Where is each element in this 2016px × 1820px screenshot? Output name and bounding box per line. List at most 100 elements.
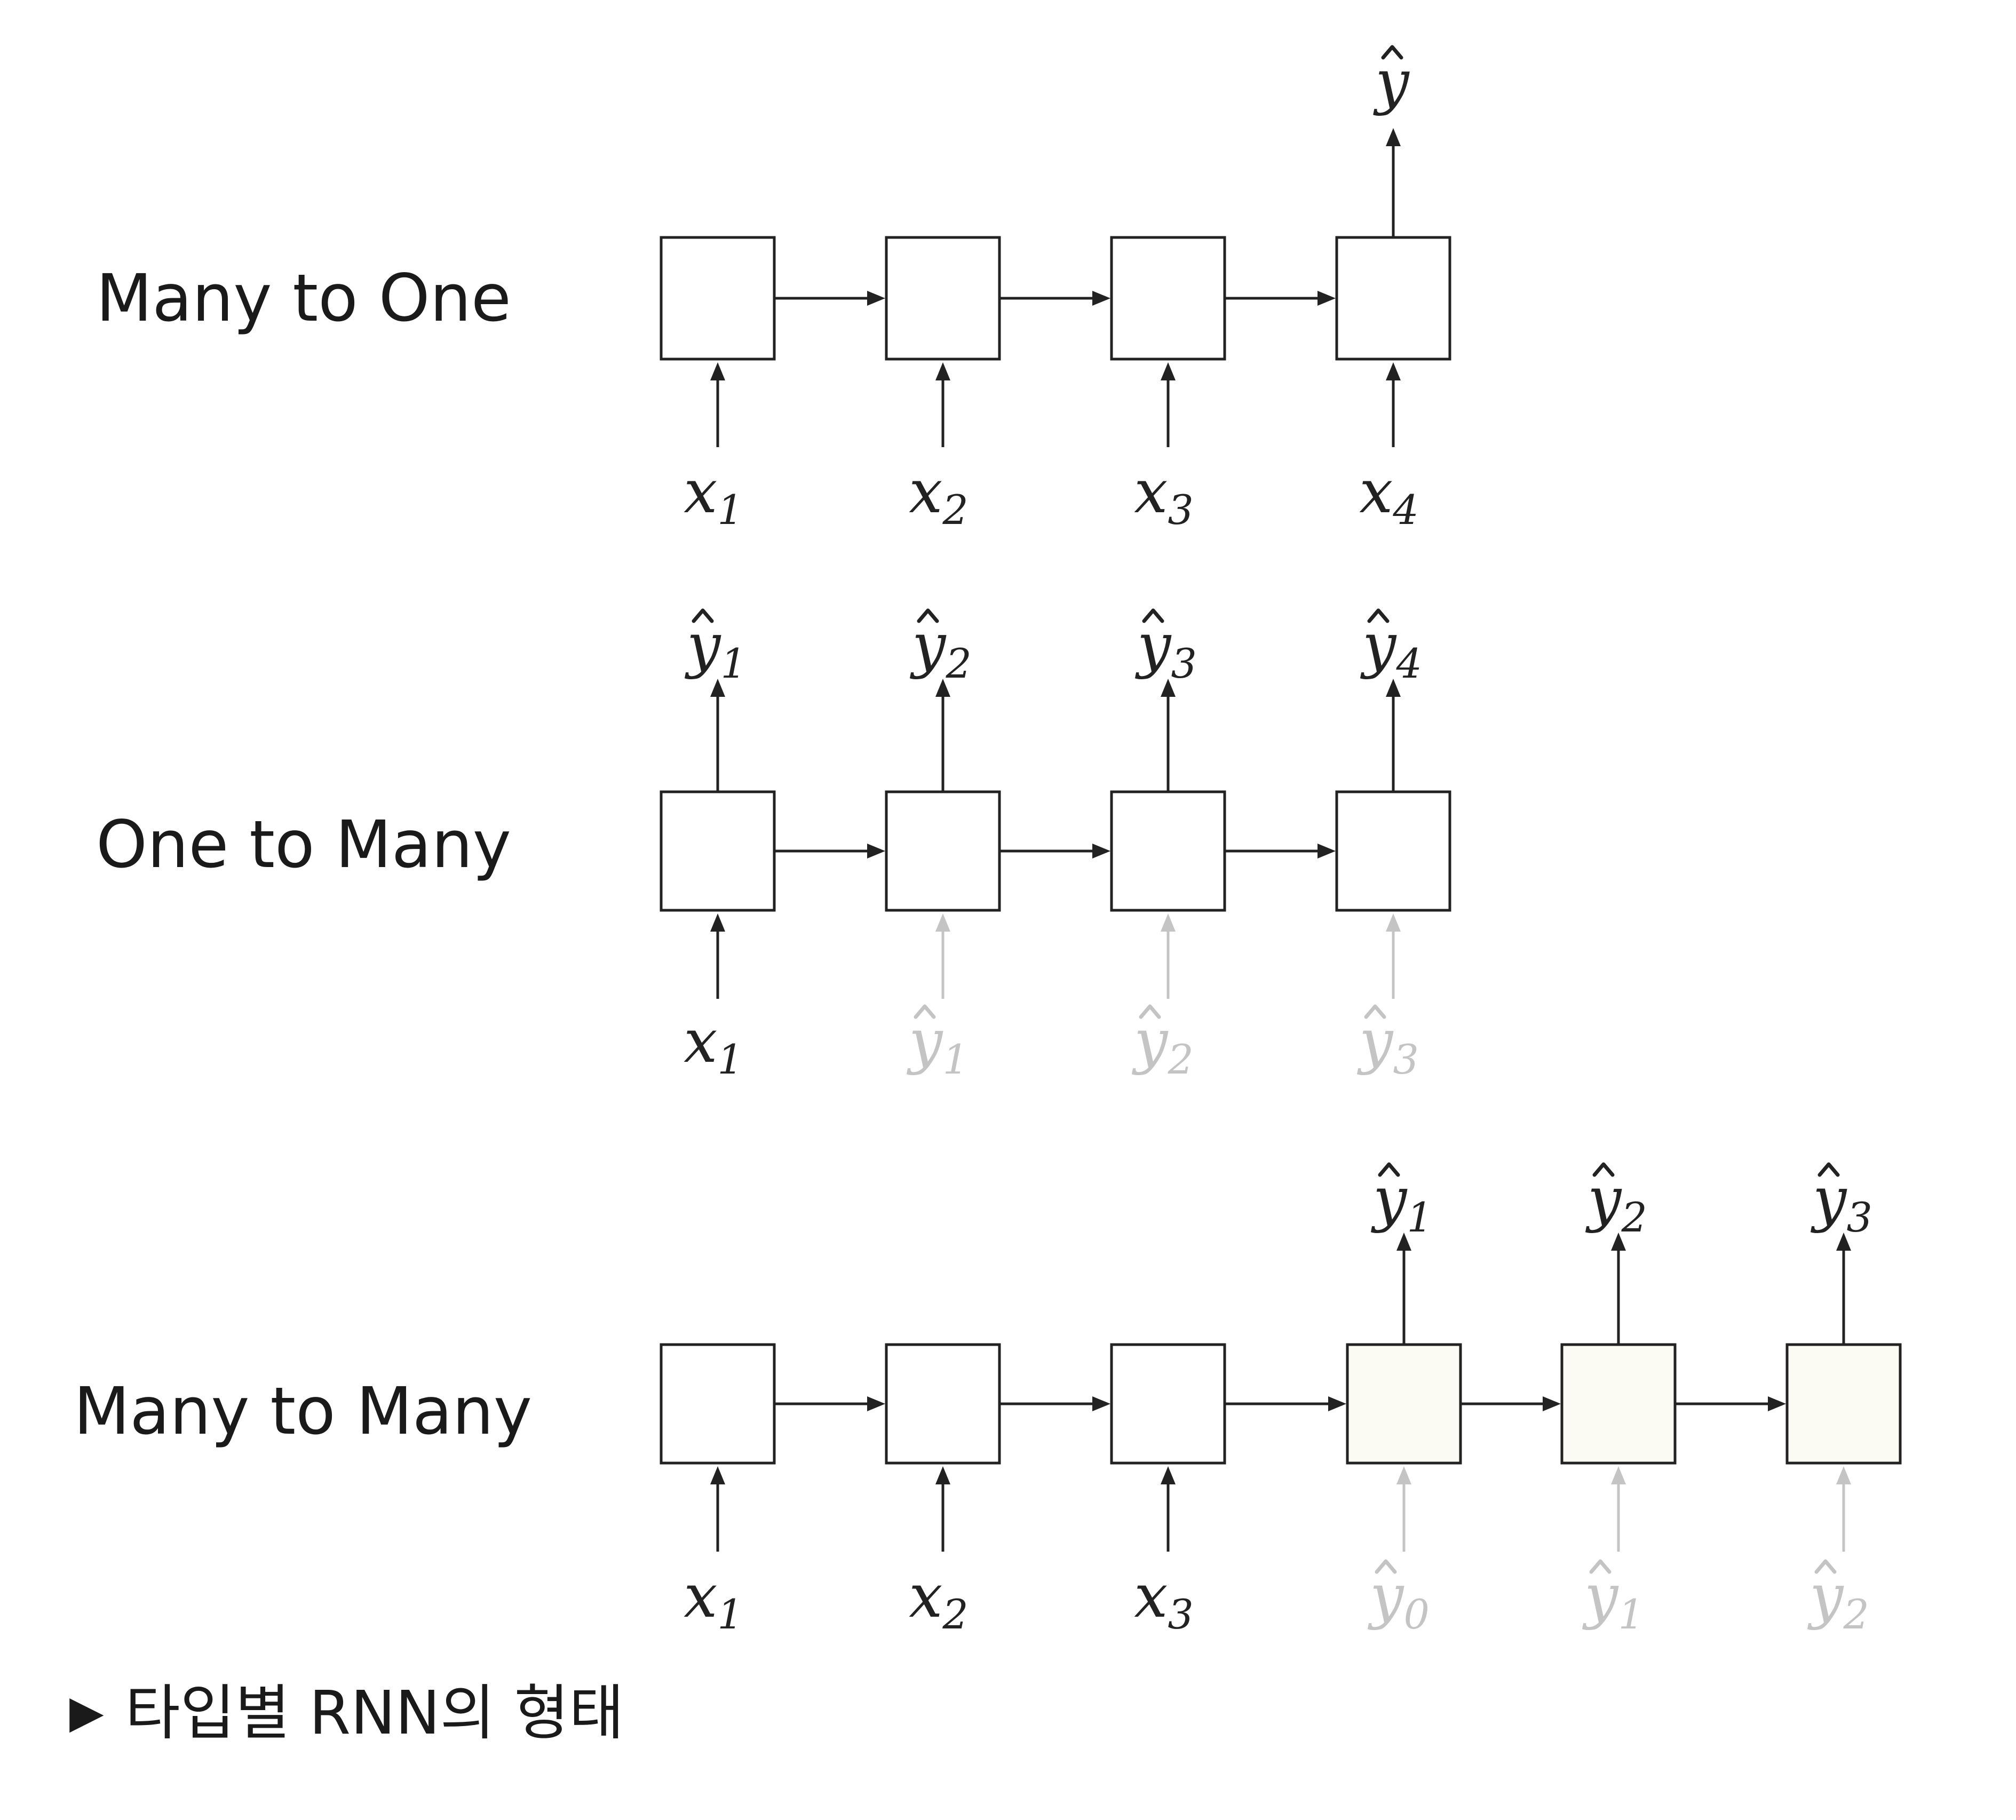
arrowhead xyxy=(1543,1396,1561,1411)
input-arrow xyxy=(1161,1466,1176,1552)
rnn-cell xyxy=(1346,1343,1462,1465)
arrowhead xyxy=(1396,1466,1411,1484)
arrowhead xyxy=(1317,844,1336,859)
arrowhead xyxy=(935,913,950,932)
arrowhead xyxy=(1386,362,1401,380)
input-arrow xyxy=(1611,1466,1626,1552)
input-arrow xyxy=(935,913,950,999)
rnn-cell xyxy=(660,1343,776,1465)
arrowhead xyxy=(1386,128,1401,146)
arrowhead xyxy=(1092,1396,1110,1411)
arrowhead xyxy=(867,291,885,306)
rnn-cell xyxy=(885,236,1001,361)
arrowhead xyxy=(935,1466,950,1484)
label-subscript: 4 xyxy=(1392,486,1418,534)
hat-accent-icon xyxy=(1142,608,1164,623)
hidden-state-arrow xyxy=(774,844,885,859)
input-label: x3 xyxy=(1134,457,1194,534)
label-subscript: 1 xyxy=(942,1036,968,1083)
output-arrow xyxy=(935,679,950,792)
arrowhead xyxy=(710,362,725,380)
label-subscript: 3 xyxy=(1846,1194,1872,1241)
input-arrow xyxy=(710,1466,725,1552)
rnn-cell xyxy=(1335,790,1451,912)
arrowhead xyxy=(1161,362,1176,380)
arrowhead xyxy=(710,913,725,932)
label-subscript: 2 xyxy=(942,1591,968,1638)
input-label: x4 xyxy=(1359,457,1419,534)
arrowhead xyxy=(1836,1466,1851,1484)
input-label: x1 xyxy=(684,457,743,534)
hidden-state-arrow xyxy=(1225,844,1336,859)
hat-accent-icon xyxy=(1381,45,1403,60)
label-subscript: 3 xyxy=(1393,1036,1418,1083)
output-arrow xyxy=(1386,679,1401,792)
hat-accent-icon xyxy=(914,1004,936,1019)
input-arrow xyxy=(1161,362,1176,447)
arrowhead xyxy=(1386,679,1401,697)
arrowhead xyxy=(1396,1233,1411,1251)
rnn-cell xyxy=(1110,236,1226,361)
input-arrow xyxy=(1396,1466,1411,1552)
arrowhead xyxy=(1161,913,1176,932)
input-arrow xyxy=(710,913,725,999)
row-title-one-to-many: One to Many xyxy=(96,807,511,883)
label-subscript: 2 xyxy=(1843,1591,1869,1638)
rnn-cell xyxy=(1335,236,1451,361)
hat-accent-icon xyxy=(1367,608,1390,623)
rnn-cell xyxy=(885,1343,1001,1465)
output-arrow xyxy=(1611,1233,1626,1345)
label-subscript: 2 xyxy=(1167,1036,1193,1083)
output-arrow xyxy=(1836,1233,1851,1345)
hidden-state-arrow xyxy=(774,291,885,306)
label-subscript: 3 xyxy=(1168,486,1193,534)
input-arrow xyxy=(710,362,725,447)
input-label: x3 xyxy=(1134,1562,1194,1638)
arrowhead xyxy=(1328,1396,1346,1411)
hat-accent-icon xyxy=(1814,1559,1837,1574)
hidden-state-arrow xyxy=(1675,1396,1786,1411)
arrowhead xyxy=(1092,844,1110,859)
hat-accent-icon xyxy=(692,608,714,623)
arrowhead xyxy=(710,1466,725,1484)
rnn-cell xyxy=(1110,1343,1226,1465)
hidden-state-arrow xyxy=(1225,1396,1346,1411)
hat-accent-icon xyxy=(1139,1004,1161,1019)
arrowhead xyxy=(1611,1233,1626,1251)
caption-marker-icon: ▶ xyxy=(69,1686,104,1738)
output-label: y xyxy=(1372,47,1410,117)
arrowhead xyxy=(1161,679,1176,697)
arrowhead xyxy=(1611,1466,1626,1484)
arrowhead xyxy=(1092,291,1110,306)
label-subscript: 2 xyxy=(945,640,971,687)
hidden-state-arrow xyxy=(1225,291,1336,306)
row-title-many-to-many: Many to Many xyxy=(74,1373,533,1449)
arrowhead xyxy=(1768,1396,1786,1411)
input-arrow xyxy=(1836,1466,1851,1552)
input-label: y2 xyxy=(1807,1562,1869,1638)
hat-accent-icon xyxy=(1375,1559,1397,1574)
arrowhead xyxy=(710,679,725,697)
label-subscript: 3 xyxy=(1171,640,1196,687)
rnn-cell xyxy=(1560,1343,1677,1465)
input-arrow xyxy=(935,362,950,447)
input-arrow xyxy=(1161,913,1176,999)
row-title-many-to-one: Many to One xyxy=(96,260,511,336)
arrowhead xyxy=(867,844,885,859)
input-label: y1 xyxy=(1582,1562,1644,1638)
label-subscript: 1 xyxy=(717,486,743,534)
label-subscript: 1 xyxy=(720,640,746,687)
arrowhead xyxy=(1161,1466,1176,1484)
caption-text: 타입별 RNN의 형태 xyxy=(125,1679,624,1748)
arrowhead xyxy=(1386,913,1401,932)
hat-accent-icon xyxy=(1592,1162,1615,1177)
label-subscript: 1 xyxy=(1618,1591,1644,1638)
input-label: x1 xyxy=(684,1562,743,1638)
rnn-cell xyxy=(1785,1343,1902,1465)
label-subscript: 1 xyxy=(717,1591,743,1638)
output-arrow xyxy=(1161,679,1176,792)
arrowhead xyxy=(867,1396,885,1411)
output-arrow xyxy=(1386,128,1401,237)
